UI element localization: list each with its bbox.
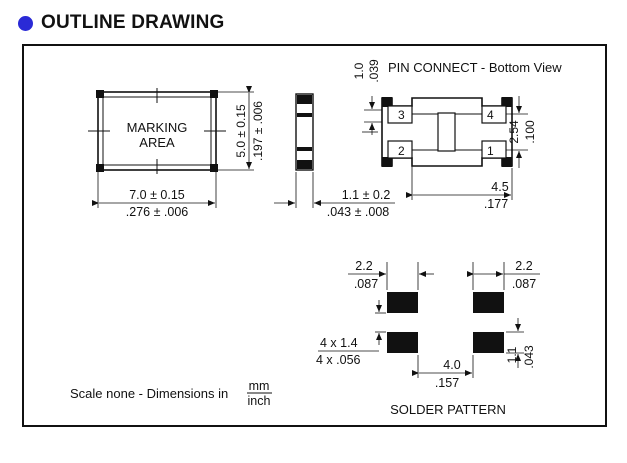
span-mm: 4.5 [491,180,508,194]
pin-pad-1 [481,140,507,159]
solder-pad-bottom-left [387,332,418,353]
right-width-mm: 2.2 [515,259,532,273]
height-in: .197 ± .006 [251,101,265,161]
top-view: MARKING AREA 7.0 ± 0.15 .276 ± .006 5.0 … [88,86,265,219]
scale-note: Scale none - Dimensions in mm inch [70,379,272,408]
unit-mm: mm [249,379,270,393]
section-title: OUTLINE DRAWING [41,12,225,33]
pin-connect-title: PIN CONNECT - Bottom View [388,60,562,75]
scale-note-text: Scale none - Dimensions in [70,386,228,401]
pin-2-label: 2 [398,144,405,158]
marking-label: MARKING [127,120,188,135]
width-in: .276 ± .006 [126,205,189,219]
solder-pad-top-left [387,292,418,313]
package-outline [97,91,217,171]
pad-gap-in: .039 [367,59,381,83]
pitch-in: .100 [523,120,537,144]
drawing-frame [22,44,607,427]
gap-in: .157 [435,376,459,390]
pad-height-mm: 1.1 [505,346,519,363]
pad-gap-mm: 1.0 [352,62,366,79]
pad-size-in: 4 x .056 [316,353,361,367]
pin-pad-4 [481,105,507,124]
unit-inch: inch [248,394,271,408]
solder-pad-bottom-right [473,332,504,353]
left-width-mm: 2.2 [355,259,372,273]
height-mm: 5.0 ± 0.15 [234,104,248,158]
side-view: 1.1 ± 0.2 .043 ± .008 [274,93,395,219]
pitch-mm: 2.54 [507,120,521,144]
thickness-in: .043 ± .008 [327,205,390,219]
solder-pad-top-right [473,292,504,313]
area-label: AREA [139,135,175,150]
solder-pattern-title: SOLDER PATTERN [390,402,506,417]
left-width-in: .087 [354,277,378,291]
bullet-icon [18,15,33,31]
gap-mm: 4.0 [443,358,460,372]
crystal-element [437,112,456,152]
pin-4-label: 4 [487,108,494,122]
pin-3-label: 3 [398,108,405,122]
thickness-mm: 1.1 ± 0.2 [342,188,391,202]
pad-size-mm: 4 x 1.4 [320,336,358,350]
right-width-in: .087 [512,277,536,291]
solder-pattern: 2.2 .087 2.2 .087 4 x 1.4 4 x .056 4.0 .… [316,259,540,417]
pad-height-in: .043 [522,345,536,369]
section-header: OUTLINE DRAWING [18,8,225,38]
width-mm: 7.0 ± 0.15 [129,188,185,202]
side-body [295,93,314,171]
pin-1-label: 1 [487,144,494,158]
pin-connect-view: PIN CONNECT - Bottom View 1.0 .039 3 4 2… [352,59,562,211]
span-in: .177 [484,197,508,211]
